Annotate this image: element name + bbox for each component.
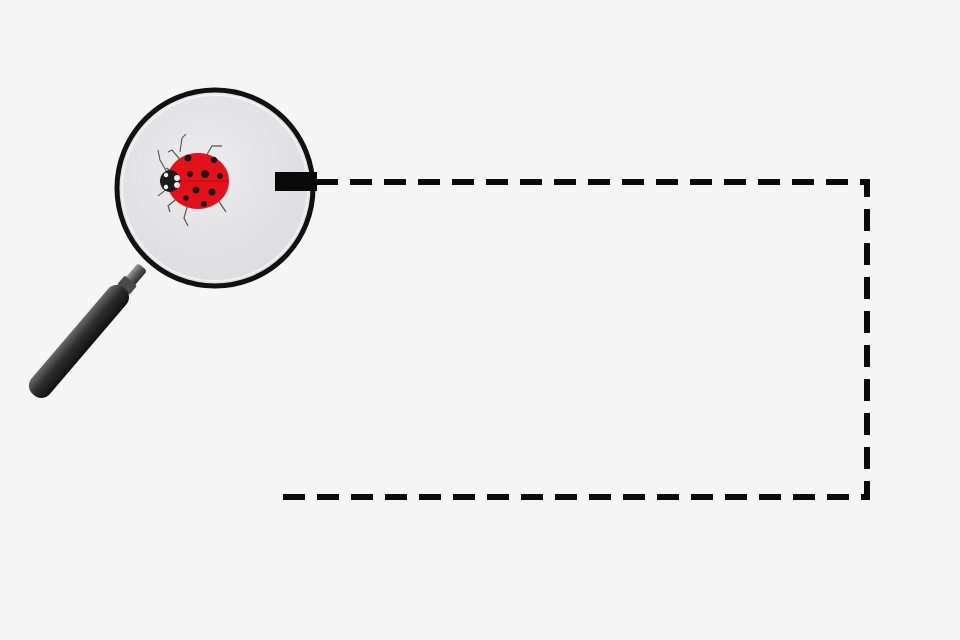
callout-connector-block — [275, 172, 317, 191]
ladybug-spots — [183, 154, 223, 207]
dashed-callout-path — [282, 179, 870, 500]
ladybug-icon — [157, 133, 229, 227]
magnifier-handle — [28, 284, 130, 398]
magnifying-glass-icon — [28, 87, 316, 398]
magnifier-ferrule — [117, 276, 137, 295]
